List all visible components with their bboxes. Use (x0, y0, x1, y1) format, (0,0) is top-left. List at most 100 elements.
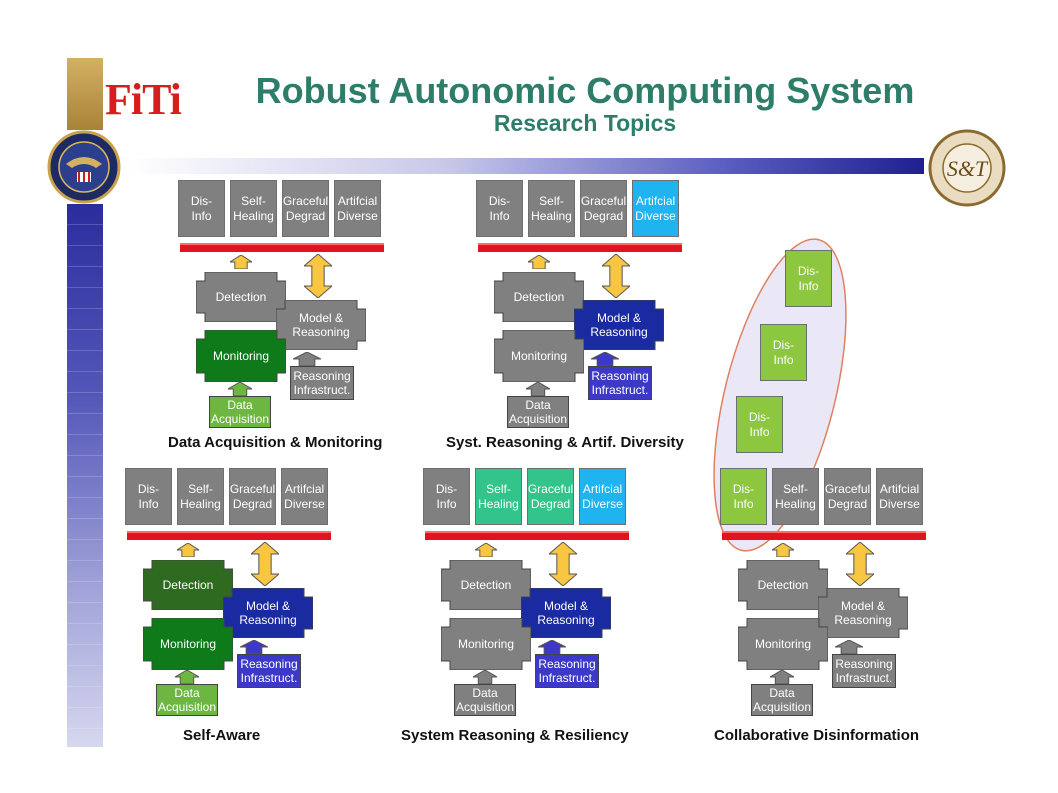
monitoring-node: Monitoring (494, 330, 584, 382)
model-reasoning-node-label: Model &Reasoning (590, 311, 648, 339)
gold-accent-bar (67, 58, 103, 130)
up-arrow-icon (228, 382, 252, 396)
model-reasoning-node: Model &Reasoning (223, 588, 313, 638)
monitoring-node-label: Monitoring (159, 637, 217, 651)
up-arrow-icon (835, 640, 863, 654)
detection-node-label: Detection (513, 290, 565, 304)
monitoring-node: Monitoring (738, 618, 828, 670)
capability-label: Dis-Info (732, 481, 755, 511)
capability-box: Dis-Info (720, 468, 767, 525)
up-arrow-icon (526, 382, 550, 396)
disinfo-label: Dis-Info (772, 337, 795, 367)
model-reasoning-node: Model &Reasoning (574, 300, 664, 350)
up-arrow-icon (230, 255, 252, 269)
capability-label: Self-Healing (775, 481, 816, 511)
up-arrow-icon (538, 640, 566, 654)
detection-node: Detection (196, 272, 286, 322)
capability-box: Self-Healing (177, 468, 224, 525)
monitoring-node: Monitoring (441, 618, 531, 670)
fiti-logo: FiTi (105, 75, 182, 124)
up-arrow-icon (175, 670, 199, 684)
detection-node-label: Detection (215, 290, 267, 304)
monitoring-node-label: Monitoring (754, 637, 812, 651)
model-reasoning-node: Model &Reasoning (521, 588, 611, 638)
monitoring-node: Monitoring (143, 618, 233, 670)
page-title: Robust Autonomic Computing System (255, 70, 915, 111)
up-arrow-icon (528, 255, 550, 269)
model-reasoning-node: Model &Reasoning (818, 588, 908, 638)
panel-caption: Collaborative Disinformation (714, 727, 920, 744)
panel-caption: System Reasoning & Resiliency (401, 727, 629, 744)
detection-node: Detection (738, 560, 828, 610)
blue-gradient-column (67, 204, 103, 747)
up-arrow-icon (770, 670, 794, 684)
header-gradient-stripe (128, 158, 928, 174)
monitoring-node-label: Monitoring (212, 349, 270, 363)
capability-box: Self-Healing (772, 468, 819, 525)
disinfo-label: Dis-Info (797, 263, 820, 293)
capability-box: Dis-Info (423, 468, 470, 525)
up-arrow-icon (591, 352, 619, 366)
panel-caption: Syst. Reasoning & Artif. Diversity (446, 434, 684, 451)
capability-label: Dis-Info (137, 481, 160, 511)
capability-box: Dis-Info (125, 468, 172, 525)
red-divider-bar (425, 531, 629, 540)
monitoring-node-label: Monitoring (457, 637, 515, 651)
detection-node: Detection (441, 560, 531, 610)
capability-box: Self-Healing (475, 468, 522, 525)
disinfo-label: Dis-Info (748, 409, 771, 439)
capability-label: Self-Healing (531, 193, 572, 223)
up-arrow-icon (772, 543, 794, 557)
detection-node: Detection (143, 560, 233, 610)
disinfo-box: Dis-Info (785, 250, 832, 307)
monitoring-node: Monitoring (196, 330, 286, 382)
panel-caption: Data Acquisition & Monitoring (168, 434, 383, 451)
capability-label: Self-Healing (233, 193, 274, 223)
capability-label: Dis-Info (190, 193, 213, 223)
detection-node-label: Detection (162, 578, 214, 592)
double-arrow-icon (251, 542, 279, 586)
panel-caption: Self-Aware (183, 727, 261, 744)
model-reasoning-node-label: Model &Reasoning (239, 599, 297, 627)
disinfo-box: Dis-Info (736, 396, 783, 453)
capability-label: Dis-Info (435, 481, 458, 511)
red-divider-bar (127, 531, 331, 540)
model-reasoning-node-label: Model &Reasoning (292, 311, 350, 339)
onr-seal-mark: S&T (947, 156, 989, 181)
up-arrow-icon (240, 640, 268, 654)
detection-node-label: Detection (757, 578, 809, 592)
